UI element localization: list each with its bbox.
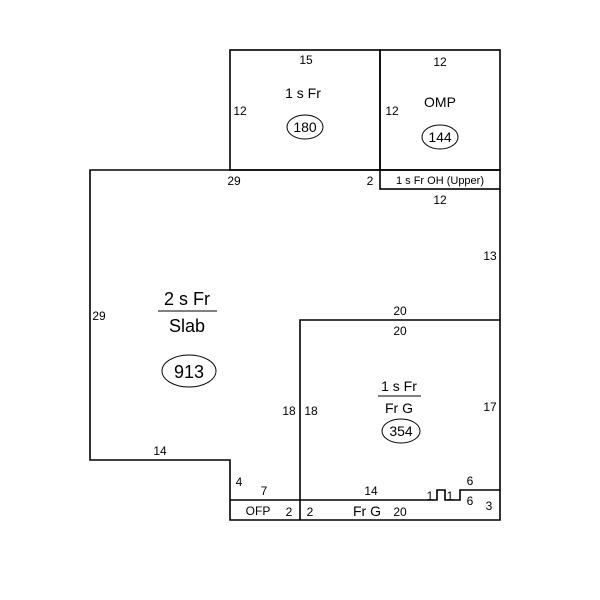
dim-right-17: 17 (483, 400, 497, 414)
room-main-labels: 2 s Fr Slab 913 (158, 289, 217, 388)
dim-main-top-29: 29 (227, 174, 241, 188)
ofp-label: OFP (246, 504, 271, 518)
overhang-label: 1 s Fr OH (Upper) (396, 175, 484, 187)
top-left-label: 1 s Fr (285, 85, 321, 101)
dim-oh-bottom-12: 12 (433, 193, 447, 207)
overhang-outline (379, 169, 501, 190)
top-left-area: 180 (293, 119, 317, 135)
bottom-strip-line (230, 489, 500, 501)
dim-bottom-14: 14 (153, 444, 167, 458)
dim-mid-20-a: 20 (393, 304, 407, 318)
dim-ofp-4: 4 (236, 475, 243, 489)
dim-mid-20-b: 20 (393, 324, 407, 338)
dim-strip-20: 20 (393, 505, 407, 519)
dim-step-6a: 6 (467, 474, 474, 488)
omp-label: OMP (424, 94, 456, 110)
garage-line1: 1 s Fr (381, 378, 417, 394)
top-left-area-ellipse (286, 114, 324, 140)
main-line1: 2 s Fr (164, 289, 210, 309)
omp-area-ellipse (421, 124, 459, 150)
dim-top-left-side-12: 12 (233, 104, 247, 118)
dim-top-15: 15 (299, 53, 313, 67)
dimension-labels: 15 12 12 12 29 2 12 13 29 20 20 18 18 17… (92, 53, 497, 519)
garage-area-ellipse (381, 418, 421, 444)
dim-ofp-2: 2 (286, 505, 293, 519)
room-omp-labels: OMP 144 (421, 94, 459, 150)
dim-left-18: 18 (282, 404, 296, 418)
room-garage-labels: 1 s Fr Fr G 354 (378, 378, 421, 444)
dim-strip-2: 2 (307, 505, 314, 519)
dim-step-3: 3 (486, 499, 493, 513)
wall-lines (89, 49, 501, 521)
dim-main-left-29: 29 (92, 309, 106, 323)
dim-step-1a: 1 (427, 489, 434, 503)
dim-right-13: 13 (483, 249, 497, 263)
room-top-left-labels: 1 s Fr 180 (285, 85, 324, 140)
dim-omp-left-12: 12 (385, 104, 399, 118)
garage-line2: Fr G (385, 400, 413, 416)
main-outline (89, 169, 501, 521)
dim-strip-14: 14 (364, 484, 378, 498)
garage-area: 354 (389, 423, 413, 439)
dim-ofp-7: 7 (261, 484, 268, 498)
main-area-ellipse (161, 354, 217, 388)
fr-g-strip-label: Fr G (353, 503, 381, 519)
dim-main-top-2: 2 (367, 174, 374, 188)
omp-area: 144 (428, 129, 452, 145)
dim-omp-top-12: 12 (433, 55, 447, 69)
garage-inner-walls (299, 319, 500, 520)
dim-step-6b: 6 (467, 494, 474, 508)
main-area: 913 (174, 362, 204, 382)
main-line2: Slab (169, 316, 205, 336)
room-top-left-outline (229, 49, 381, 171)
dim-right-18: 18 (304, 404, 318, 418)
dim-step-1b: 1 (447, 489, 454, 503)
